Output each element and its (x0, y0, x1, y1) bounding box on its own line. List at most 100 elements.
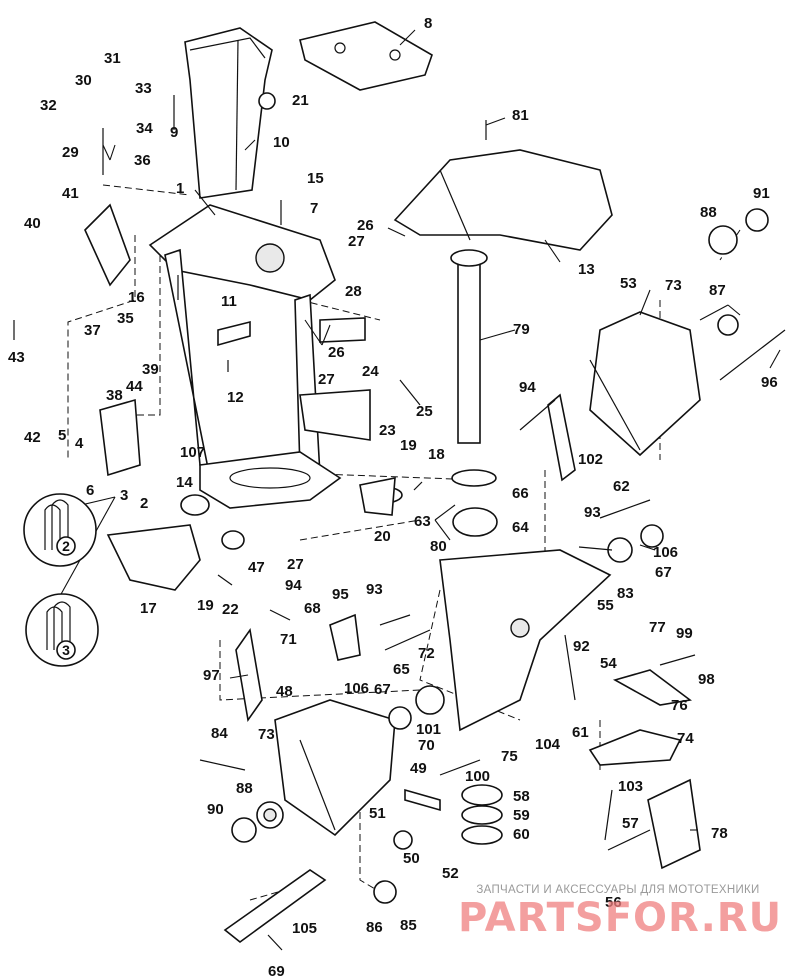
stern-bracket-48 (274, 699, 396, 837)
callout-label: 8 (424, 15, 432, 32)
callout-label: 28 (345, 283, 362, 300)
callout-label: 38 (106, 387, 123, 404)
callout-label: 53 (620, 275, 637, 292)
callout-label: 68 (304, 600, 321, 617)
callout-labels: 1 2 3 4 5 6 7 8 9 10 11 12 13 14 15 16 1… (8, 15, 778, 978)
callout-label: 31 (104, 50, 121, 67)
callout-label: 67 (374, 681, 391, 698)
callout-label: 77 (649, 619, 666, 636)
callout-label: 30 (75, 72, 92, 89)
callout-label: 73 (665, 277, 682, 294)
callout-label: 75 (501, 748, 518, 765)
callout-label: 13 (578, 261, 595, 278)
carry-handle-41 (84, 203, 131, 287)
callout-label: 94 (519, 379, 536, 396)
callout-label: 100 (465, 768, 490, 785)
callout-label: 49 (410, 760, 427, 777)
callout-label: 59 (513, 807, 530, 824)
callout-label: 70 (418, 737, 435, 754)
callout-label: 44 (126, 378, 143, 395)
callout-label: 94 (285, 577, 302, 594)
callout-label: 48 (276, 683, 293, 700)
callout-label: 18 (428, 446, 445, 463)
callout-label: 27 (318, 371, 335, 388)
callout-label: 9 (170, 124, 178, 141)
callout-label: 91 (753, 185, 770, 202)
callout-label: 102 (578, 451, 603, 468)
callout-label: 57 (622, 815, 639, 832)
detail-ring-label-2: 2 (62, 538, 70, 554)
callout-label: 74 (677, 730, 694, 747)
callout-label: 61 (572, 724, 589, 741)
watermark: ЗАПЧАСТИ И АКСЕССУАРЫ ДЛЯ МОТОТЕХНИКИ PA… (458, 884, 783, 941)
callout-label: 25 (416, 403, 433, 420)
watermark-logo: PARTSFOR.RU (458, 895, 783, 941)
callout-label: 54 (600, 655, 617, 672)
callout-label: 69 (268, 963, 285, 978)
callout-label: 106 (653, 544, 678, 561)
callout-label: 52 (442, 865, 459, 882)
callout-label: 3 (120, 487, 128, 504)
callout-label: 10 (273, 134, 290, 151)
callout-label: 97 (203, 667, 220, 684)
stern-bracket-53 (589, 311, 701, 457)
callout-label: 19 (400, 437, 417, 454)
callout-label: 24 (362, 363, 379, 380)
callout-label: 29 (62, 144, 79, 161)
callout-label: 103 (618, 778, 643, 795)
callout-label: 76 (671, 697, 688, 714)
callout-label: 26 (357, 217, 374, 234)
callout-label: 37 (84, 322, 101, 339)
callout-label: 22 (222, 601, 239, 618)
callout-label: 26 (328, 344, 345, 361)
callout-label: 2 (140, 495, 148, 512)
callout-label: 79 (513, 321, 530, 338)
callout-label: 90 (207, 801, 224, 818)
callout-label: 99 (676, 625, 693, 642)
callout-label: 105 (292, 920, 317, 937)
watermark-caption: ЗАПЧАСТИ И АКСЕССУАРЫ ДЛЯ МОТОТЕХНИКИ (476, 884, 760, 896)
callout-label: 60 (513, 826, 530, 843)
callout-label: 43 (8, 349, 25, 366)
callout-label: 4 (75, 435, 84, 452)
callout-label: 62 (613, 478, 630, 495)
callout-label: 73 (258, 726, 275, 743)
callout-label: 36 (134, 152, 151, 169)
callout-label: 42 (24, 429, 41, 446)
callout-label: 32 (40, 97, 57, 114)
callout-label: 19 (197, 597, 214, 614)
callout-label: 34 (136, 120, 153, 137)
callout-label: 35 (117, 310, 134, 327)
callout-label: 41 (62, 185, 79, 202)
callout-label: 58 (513, 788, 530, 805)
callout-label: 95 (332, 586, 349, 603)
callout-label: 107 (180, 444, 205, 461)
callout-label: 86 (366, 919, 383, 936)
exhaust-housing-10 (184, 27, 273, 199)
callout-label: 85 (400, 917, 417, 934)
callout-label: 78 (711, 825, 728, 842)
callout-label: 55 (597, 597, 614, 614)
callout-label: 51 (369, 805, 386, 822)
link-plate-97 (235, 627, 263, 723)
lower-cowl-17 (106, 524, 201, 591)
detail-ring-label-3: 3 (62, 642, 70, 658)
callout-label: 40 (24, 215, 41, 232)
callout-label: 72 (418, 645, 435, 662)
anti-ventilation-plate-107 (199, 451, 342, 509)
fasteners (13, 95, 786, 951)
callout-label: 63 (414, 513, 431, 530)
callout-label: 39 (142, 361, 159, 378)
callout-label: 67 (655, 564, 672, 581)
callout-label: 47 (248, 559, 265, 576)
callout-label: 56 (605, 894, 622, 911)
callout-label: 64 (512, 519, 529, 536)
callout-label: 65 (393, 661, 410, 678)
callout-label: 17 (140, 600, 157, 617)
callout-label: 106 (344, 680, 369, 697)
callout-label: 7 (310, 200, 318, 217)
callout-label: 98 (698, 671, 715, 688)
callout-label: 87 (709, 282, 726, 299)
callout-label: 6 (86, 482, 94, 499)
small-parts (180, 92, 769, 904)
